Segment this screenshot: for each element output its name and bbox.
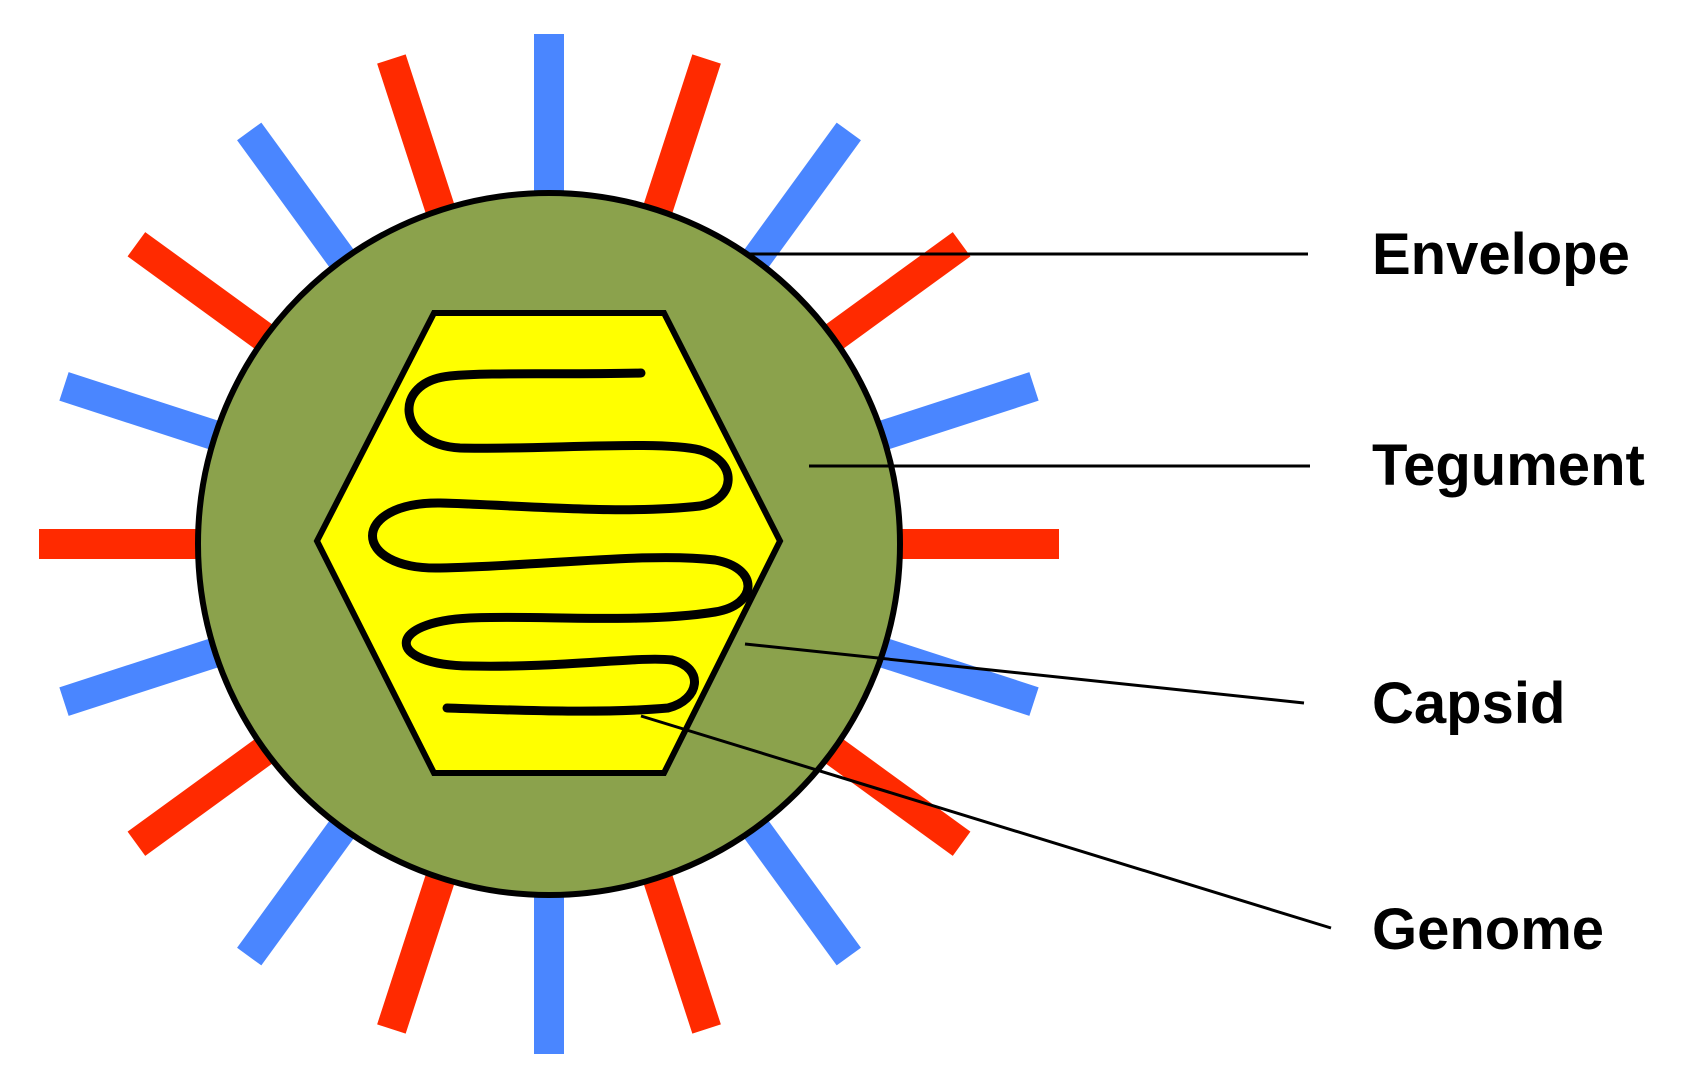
genome-strand	[368, 368, 753, 716]
capsid-label: Capsid	[1372, 671, 1565, 736]
genome-label: Genome	[1372, 897, 1604, 962]
envelope-label: Envelope	[1372, 222, 1630, 287]
genome-leader-line	[640, 714, 1332, 930]
capsid-leader-line	[744, 642, 1305, 705]
tegument-label: Tegument	[1372, 433, 1645, 498]
